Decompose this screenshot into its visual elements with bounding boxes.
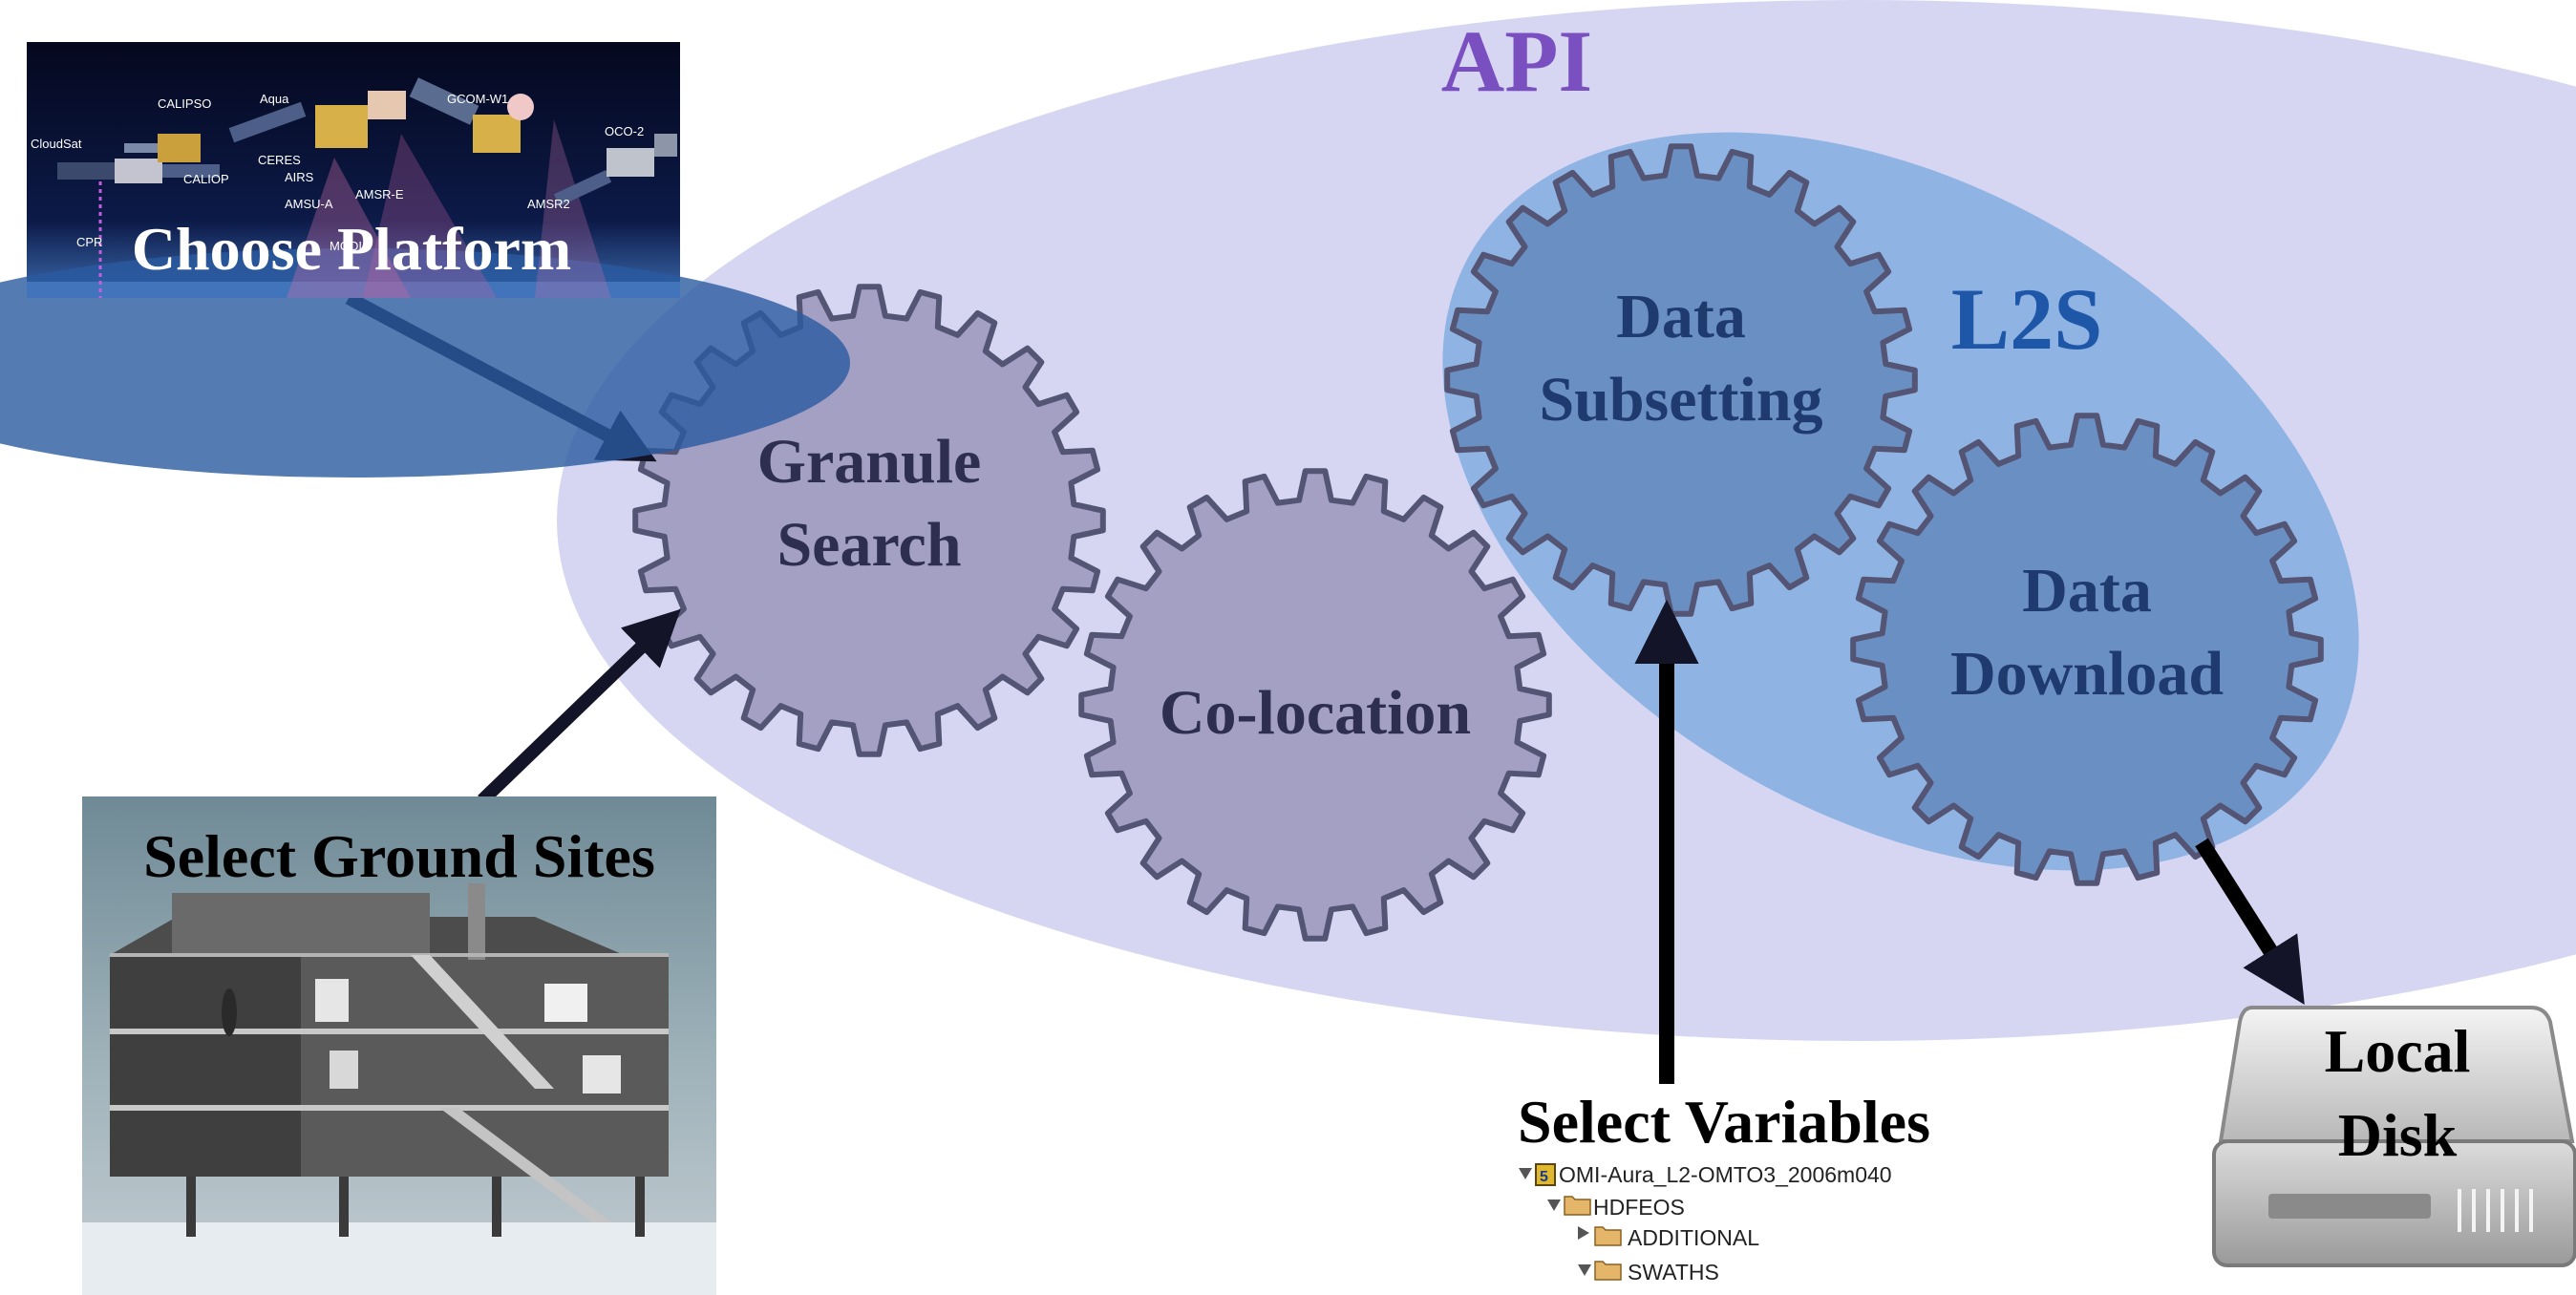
l2s-label: L2S xyxy=(1951,270,2103,368)
satellite-icon xyxy=(124,134,201,162)
collapse-triangle-icon[interactable] xyxy=(1578,1226,1589,1240)
local-disk-label-line2: Disk xyxy=(2338,1101,2458,1169)
co-location-label: Co-location xyxy=(1160,678,1471,748)
satellite-label: AIRS xyxy=(285,170,314,184)
satellite-label: MODIS xyxy=(330,239,371,253)
data-download-label-line2: Download xyxy=(1950,639,2224,709)
choose-platform-label: Choose Platform xyxy=(132,215,571,283)
satellite-label: OCO-2 xyxy=(605,124,644,138)
tree-item-label: SWATHS xyxy=(1628,1260,1719,1284)
data-subsetting-gear-icon xyxy=(1444,143,1918,617)
satellite-label: CALIPSO xyxy=(158,96,211,111)
satellite-label: AMSR-E xyxy=(355,187,404,202)
data-download-gear-icon xyxy=(1850,413,2324,886)
folder-icon xyxy=(1564,1196,1591,1216)
data-subsetting-label-line2: Subsetting xyxy=(1539,365,1822,435)
select-ground-sites-label: Select Ground Sites xyxy=(143,822,655,890)
hdf-file-icon xyxy=(1535,1163,1556,1186)
satellite-constellation-image[interactable]: CloudSat CALIPSO Aqua GCOM-W1 OCO-2 CERE… xyxy=(0,42,850,478)
tree-item-label: ADDITIONAL xyxy=(1628,1225,1759,1250)
local-disk-icon[interactable]: Local Disk xyxy=(2212,1006,2576,1267)
data-download-label-line1: Data xyxy=(2022,556,2152,626)
satellite-icon xyxy=(228,91,406,148)
download-to-disk-arrow xyxy=(2195,838,2305,1006)
satellite-icon xyxy=(553,134,677,207)
file-tree[interactable]: 5 OMI-Aura_L2-OMTO3_2006m040 HDFEOS ADDI… xyxy=(1519,1162,1892,1284)
local-disk-label-line1: Local xyxy=(2325,1017,2471,1085)
folder-icon xyxy=(1594,1261,1622,1281)
api-label: API xyxy=(1441,12,1592,110)
data-subsetting-label-line1: Data xyxy=(1616,282,1746,351)
satellite-icon xyxy=(57,159,220,183)
satellite-label: Aqua xyxy=(260,92,289,106)
satellite-label: CALIOP xyxy=(183,172,229,186)
satellite-label: AMSU-A xyxy=(285,197,333,211)
select-variables-label: Select Variables xyxy=(1518,1088,1930,1156)
satellite-label: CloudSat xyxy=(31,137,82,151)
svg-text:5: 5 xyxy=(1540,1169,1548,1185)
tree-item-label: OMI-Aura_L2-OMTO3_2006m040 xyxy=(1559,1162,1892,1187)
satellite-label: GCOM-W1 xyxy=(447,92,508,106)
satellite-label: CERES xyxy=(258,153,301,167)
tree-item[interactable]: 5 OMI-Aura_L2-OMTO3_2006m040 xyxy=(1519,1162,1892,1187)
tree-item[interactable]: HDFEOS xyxy=(1547,1195,1685,1220)
granule-search-label-line1: Granule xyxy=(757,427,982,497)
tree-item[interactable]: SWATHS xyxy=(1578,1260,1719,1284)
tree-item[interactable]: ADDITIONAL xyxy=(1578,1225,1759,1250)
expand-triangle-icon[interactable] xyxy=(1547,1199,1561,1211)
expand-triangle-icon[interactable] xyxy=(1578,1264,1591,1276)
sites-to-granule-arrow xyxy=(478,608,681,806)
satellite-icon xyxy=(409,77,534,153)
co-location-gear-icon xyxy=(1078,468,1552,942)
ground-site-image[interactable]: Select Ground Sites xyxy=(82,796,716,1295)
folder-icon xyxy=(1594,1226,1622,1246)
tree-item-label: HDFEOS xyxy=(1593,1195,1685,1220)
granule-search-label-line2: Search xyxy=(777,510,961,580)
satellite-label: CPR xyxy=(76,235,102,249)
expand-triangle-icon[interactable] xyxy=(1519,1168,1532,1179)
satellite-label: AMSR2 xyxy=(527,197,570,211)
